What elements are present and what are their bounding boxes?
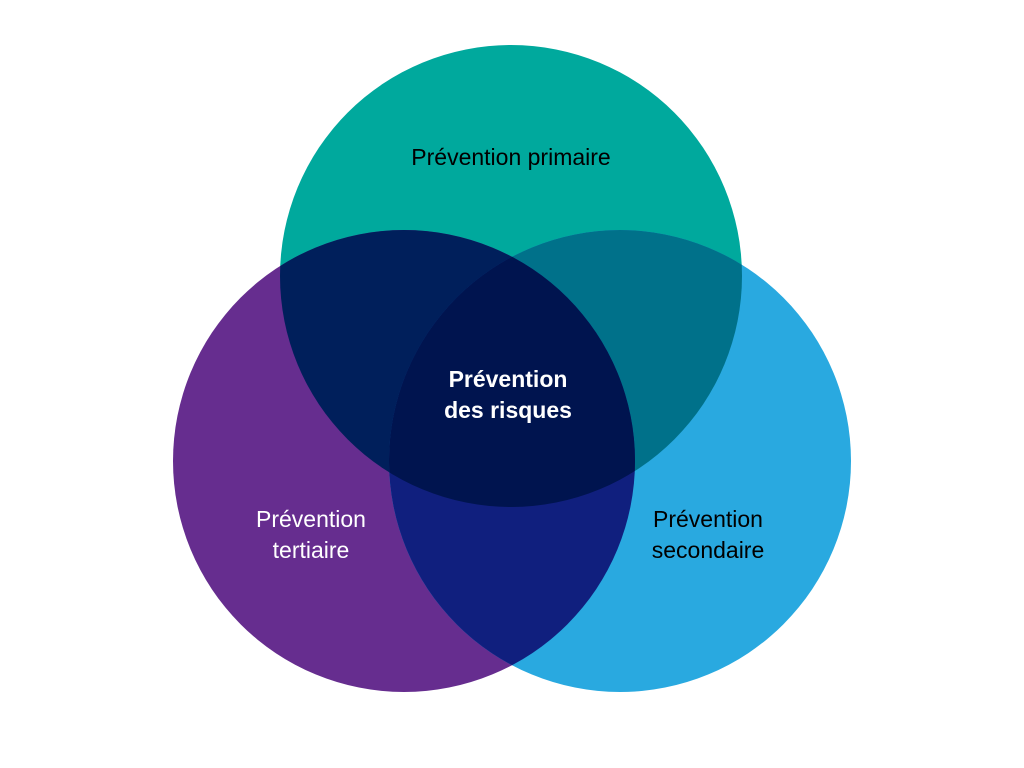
secondary-label-line1: Prévention: [653, 506, 763, 532]
secondary-label-line2: secondaire: [651, 537, 765, 563]
center-label-line1: Prévention: [448, 366, 568, 392]
secondary-label: Prévention secondaire: [652, 504, 765, 566]
primary-label: Prévention primaire: [411, 142, 610, 173]
center-label-line2: des risques: [444, 397, 572, 423]
primary-label-text: Prévention primaire: [411, 144, 611, 170]
tertiary-label-line2: tertiaire: [272, 537, 350, 563]
center-label: Prévention des risques: [444, 364, 572, 426]
center-overlap: [389, 230, 635, 507]
tertiary-label-line1: Prévention: [256, 506, 366, 532]
tertiary-label: Prévention tertiaire: [256, 504, 366, 566]
